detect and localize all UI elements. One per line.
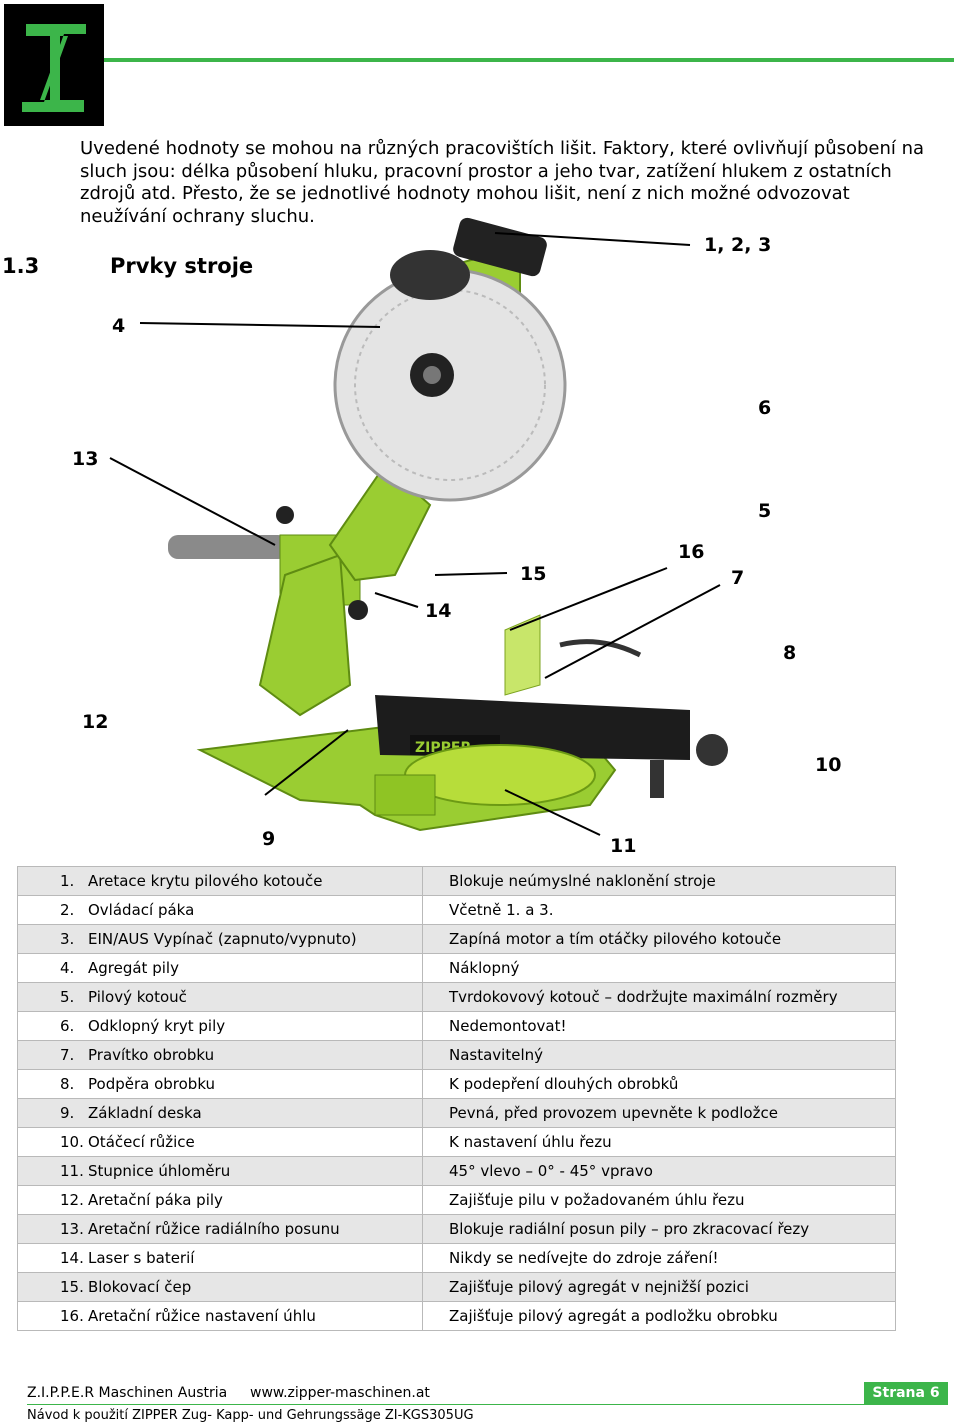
intro-paragraph: Uvedené hodnoty se mohou na různých prac…: [80, 138, 925, 227]
callout-14: 14: [425, 600, 452, 622]
callout-6: 6: [758, 397, 772, 419]
callout-12: 12: [82, 711, 109, 733]
section-title: Prvky stroje: [110, 254, 254, 278]
header-rule: [104, 58, 954, 62]
table-row: 3.EIN/AUS Vypínač (zapnuto/vypnuto)Zapín…: [17, 924, 896, 954]
callout-7: 7: [731, 567, 745, 589]
callout-11: 11: [610, 835, 637, 857]
callout-15: 15: [520, 563, 547, 585]
page-number-badge: Strana 6: [864, 1382, 948, 1404]
callout-16: 16: [678, 541, 705, 563]
footer-rule: [27, 1404, 948, 1405]
callout-9: 9: [262, 828, 276, 850]
callout-10: 10: [815, 754, 842, 776]
callout-4: 4: [112, 315, 126, 337]
footer-url-link[interactable]: www.zipper-maschinen.at: [250, 1385, 430, 1401]
footer-company: Z.I.P.P.E.R Maschinen Austria: [27, 1385, 228, 1401]
zipper-logo: [4, 4, 104, 126]
section-number: 1.3: [2, 254, 40, 278]
callout-8: 8: [783, 642, 797, 664]
footer-manual-title: Návod k použití ZIPPER Zug- Kapp- und Ge…: [27, 1408, 474, 1423]
miter-saw-illustration: ZIPPER: [109, 217, 728, 836]
callout-13: 13: [72, 448, 99, 470]
callout-5: 5: [758, 500, 772, 522]
callout-1-2-3: 1, 2, 3: [704, 234, 772, 256]
